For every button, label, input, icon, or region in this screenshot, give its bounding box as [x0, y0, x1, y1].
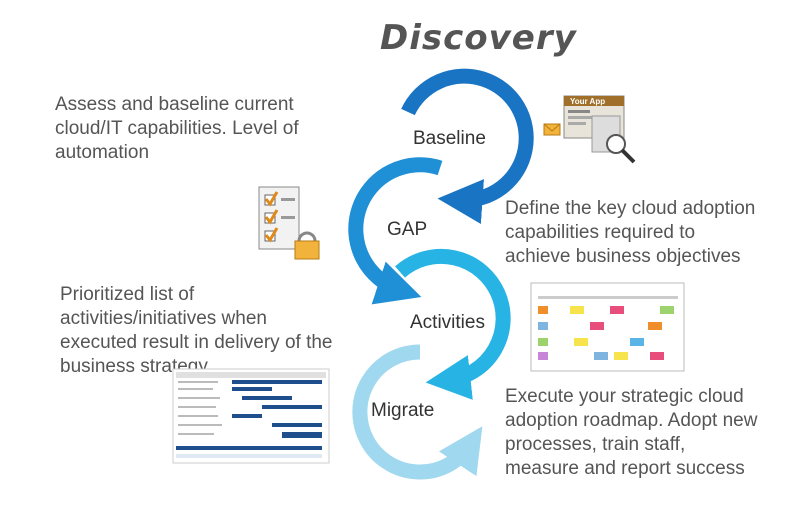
step-activities: Activities [410, 312, 485, 333]
migrate-gantt-thumbnail [172, 368, 330, 464]
step-migrate: Migrate [371, 400, 435, 421]
checklist-icon [258, 186, 320, 260]
baseline-description: Assess and baseline current cloud/IT cap… [55, 94, 299, 163]
diagram-title: Discovery [380, 18, 577, 58]
activities-description: Prioritized list of activities/initiativ… [60, 284, 333, 375]
your-app-label: Your App [570, 97, 605, 106]
gap-arrow [348, 157, 443, 305]
migrate-arrow [352, 344, 483, 480]
activities-arrow [395, 248, 511, 400]
gap-description: Define the key cloud adoption capabiliti… [505, 198, 756, 267]
migrate-description: Execute your strategic cloud adoption ro… [505, 386, 758, 479]
step-baseline: Baseline [413, 128, 486, 149]
baseline-arrow [401, 68, 534, 224]
activities-roadmap-thumbnail [530, 282, 685, 372]
app-window-icon: Your App [543, 95, 636, 164]
step-gap: GAP [387, 219, 428, 240]
